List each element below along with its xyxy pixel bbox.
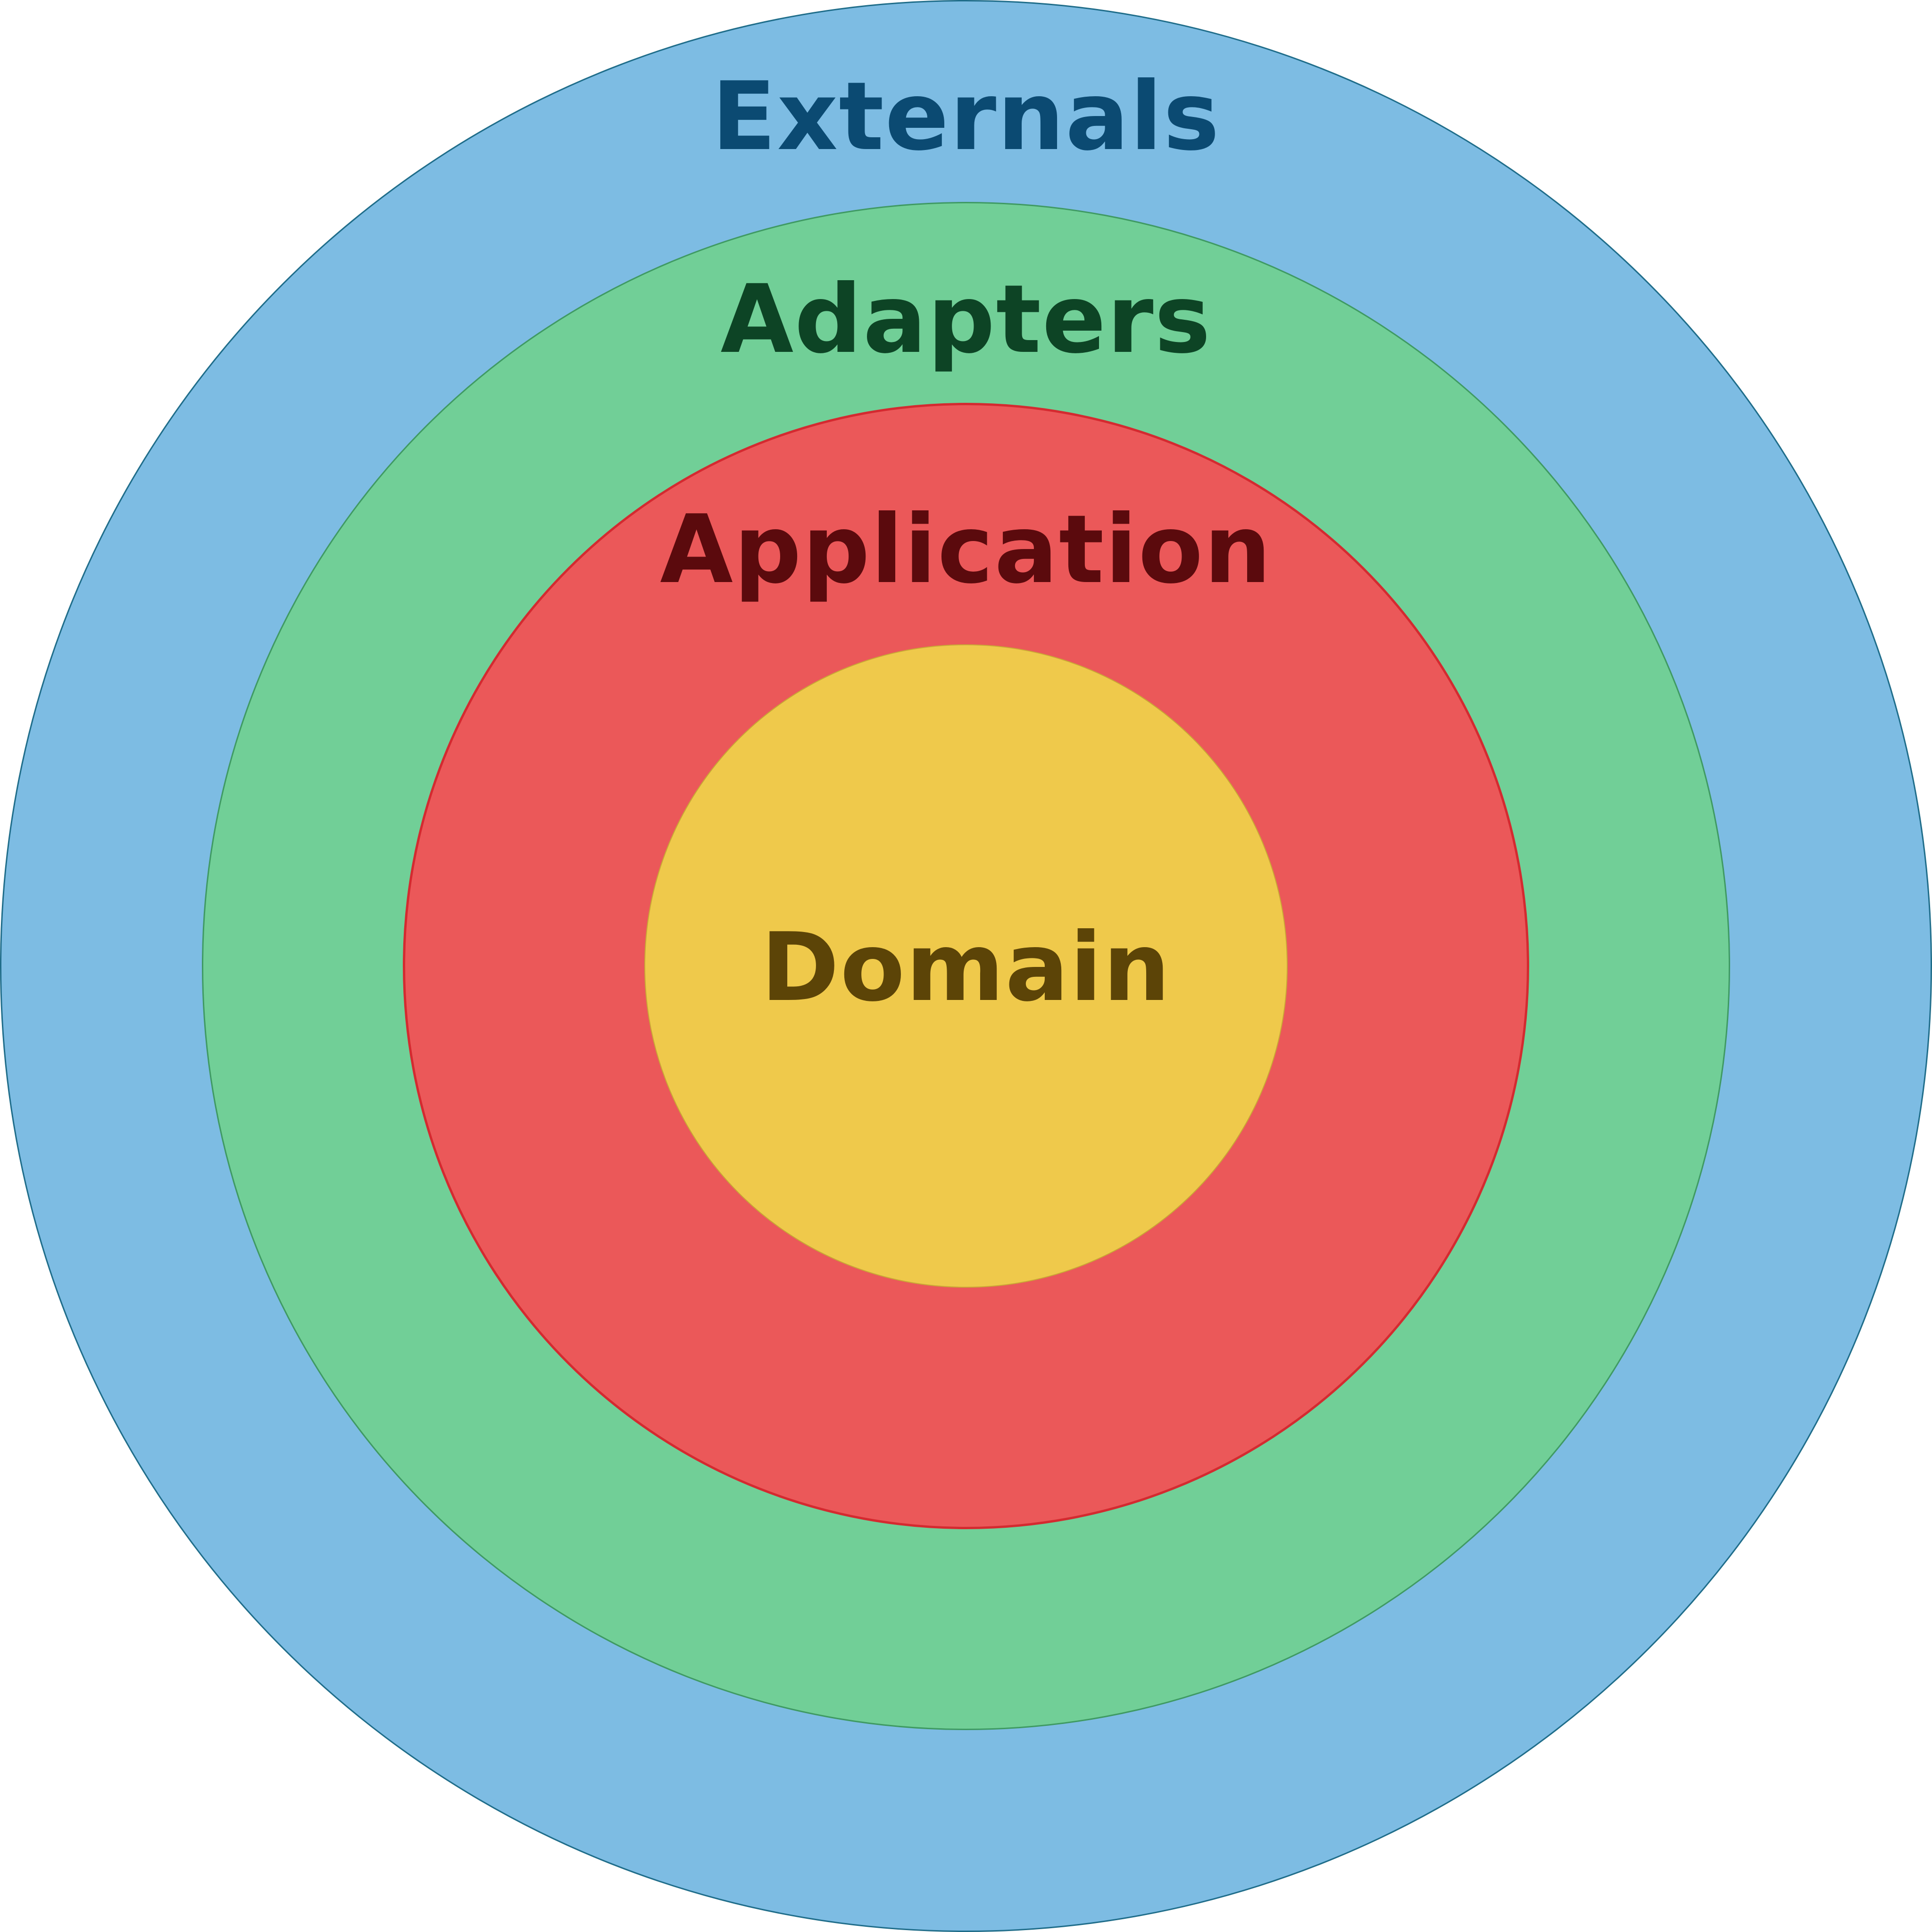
label-application: Application [660,495,1272,605]
label-adapters: Adapters [720,265,1212,375]
label-externals: Externals [711,62,1221,172]
label-domain: Domain [761,913,1171,1023]
layer-domain [644,644,1288,1288]
